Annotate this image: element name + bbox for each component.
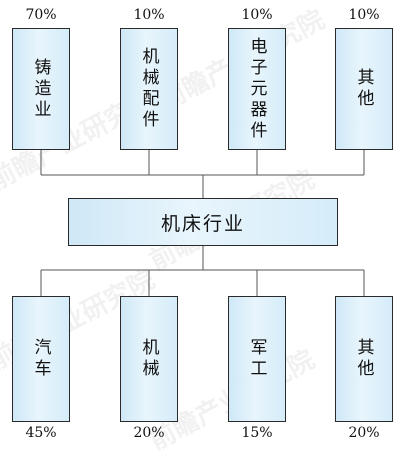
upstream-label: 其他 (353, 68, 374, 110)
upstream-label: 机械配件 (138, 47, 159, 131)
downstream-box-other: 其他 (335, 296, 393, 422)
upstream-box-foundry: 铸造业 (12, 28, 70, 150)
downstream-label: 机械 (138, 338, 159, 380)
diagram: 前瞻产业研究院 前瞻产业研究院 前瞻产业研究院 前瞻产业研究院 前瞻产业研究院 (0, 5, 393, 457)
downstream-label: 军工 (246, 338, 267, 380)
downstream-percent: 45% (25, 425, 57, 441)
downstream-percent: 20% (348, 425, 380, 441)
upstream-label: 铸造业 (30, 57, 51, 121)
upstream-percent: 70% (25, 7, 57, 23)
downstream-label: 其他 (353, 338, 374, 380)
upstream-percent: 10% (348, 7, 380, 23)
downstream-label: 汽车 (30, 338, 51, 380)
upstream-box-electronics: 电子元器件 (228, 28, 286, 150)
upstream-percent: 10% (241, 7, 273, 23)
downstream-percent: 15% (241, 425, 273, 441)
connector-lines (40, 150, 365, 296)
upstream-percent: 10% (133, 7, 165, 23)
center-box-machine-tool-industry: 机床行业 (68, 198, 338, 246)
downstream-box-machinery: 机械 (120, 296, 178, 422)
upstream-box-machine-parts: 机械配件 (120, 28, 178, 150)
upstream-box-other: 其他 (335, 28, 393, 150)
upstream-label: 电子元器件 (246, 36, 267, 142)
center-label: 机床行业 (160, 212, 245, 235)
downstream-percent: 20% (133, 425, 165, 441)
downstream-box-military: 军工 (228, 296, 286, 422)
downstream-box-automotive: 汽车 (12, 296, 70, 422)
